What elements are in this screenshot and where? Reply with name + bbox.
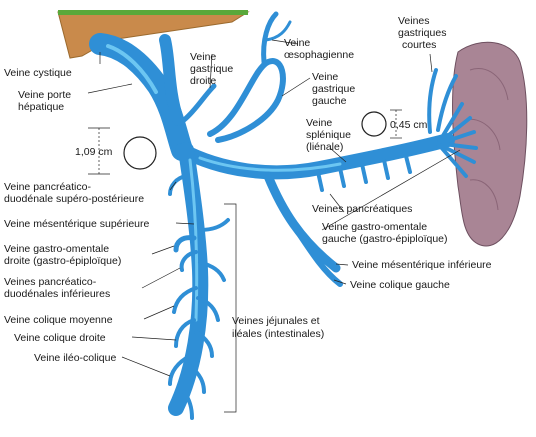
label-gastrique-gauche-2: gastrique [312,83,355,95]
pancreatic-veins [316,154,412,192]
portal-vein [89,33,193,161]
label-colique-gauche: Veine colique gauche [350,279,450,291]
label-gastrique-droite-3: droite [190,75,216,87]
label-jejunales-1: Veines jéjunales et [232,315,320,327]
label-gastrique-gauche-3: gauche [312,95,347,107]
label-gastrique-droite-1: Veine [190,51,216,63]
right-side-branches [168,174,198,386]
label-splenique-2: splénique [306,129,351,141]
label-colique-droite: Veine colique droite [14,332,106,344]
label-ileo-colique: Veine iléo-colique [34,352,116,364]
liver-fragment [57,10,250,59]
label-jejunales-2: iléales (intestinales) [232,328,324,340]
label-courtes-2: gastriques [398,27,446,39]
label-courtes-1: Veines [398,15,430,27]
splenic-diameter-marker: 0,45 cm [361,109,428,139]
label-pancreatico-inf-1: Veines pancréatico- [4,276,97,288]
label-gastro-omentale-gauche-2: gauche (gastro-épiploïque) [322,233,448,245]
label-mesenterique-inf: Veine mésentérique inférieure [352,259,492,271]
label-splenique-3: (liénale) [306,141,343,153]
label-oesophagienne-1: Veine [284,37,310,49]
portal-diameter-marker: 1,09 cm [75,127,157,175]
inferior-mesenteric-vein [263,171,343,287]
splenic-vein [175,102,478,180]
leader-lines [87,39,461,377]
labels: Veine cystique Veine porte hépatique Vei… [4,15,492,364]
label-gastro-omentale-droite-2: droite (gastro-épiploïque) [4,255,121,267]
gastric-veins [181,11,458,143]
label-gastrique-gauche-1: Veine [312,71,338,83]
label-gastro-omentale-droite-1: Veine gastro-omentale [4,243,109,255]
measure-left-label: 1,09 cm [75,146,113,158]
label-gastrique-droite-2: gastrique [190,63,233,75]
jejunal-bracket [224,203,237,413]
measure-right-label: 0,45 cm [390,119,428,131]
label-gastro-omentale-gauche-1: Veine gastro-omentale [322,221,427,233]
label-cystique: Veine cystique [4,67,72,79]
label-pancreatiques: Veines pancréatiques [312,203,412,215]
label-pancreatico-sup-1: Veine pancréatico- [4,181,91,193]
label-pancreatico-sup-2: duodénale supéro-postérieure [4,193,144,205]
spleen [452,41,528,247]
label-pancreatico-inf-2: duodénales inférieures [4,288,110,300]
label-porte-1: Veine porte [18,89,71,101]
label-courtes-3: courtes [402,39,436,51]
label-colique-moyenne: Veine colique moyenne [4,314,113,326]
label-splenique-1: Veine [306,117,332,129]
label-oesophagienne-2: œsophagienne [284,49,354,61]
label-mesenterique-sup: Veine mésentérique supérieure [4,218,150,230]
jejunal-ileal-veins [182,218,230,420]
label-porte-2: hépatique [18,101,64,113]
superior-mesenteric-vein [168,142,209,416]
